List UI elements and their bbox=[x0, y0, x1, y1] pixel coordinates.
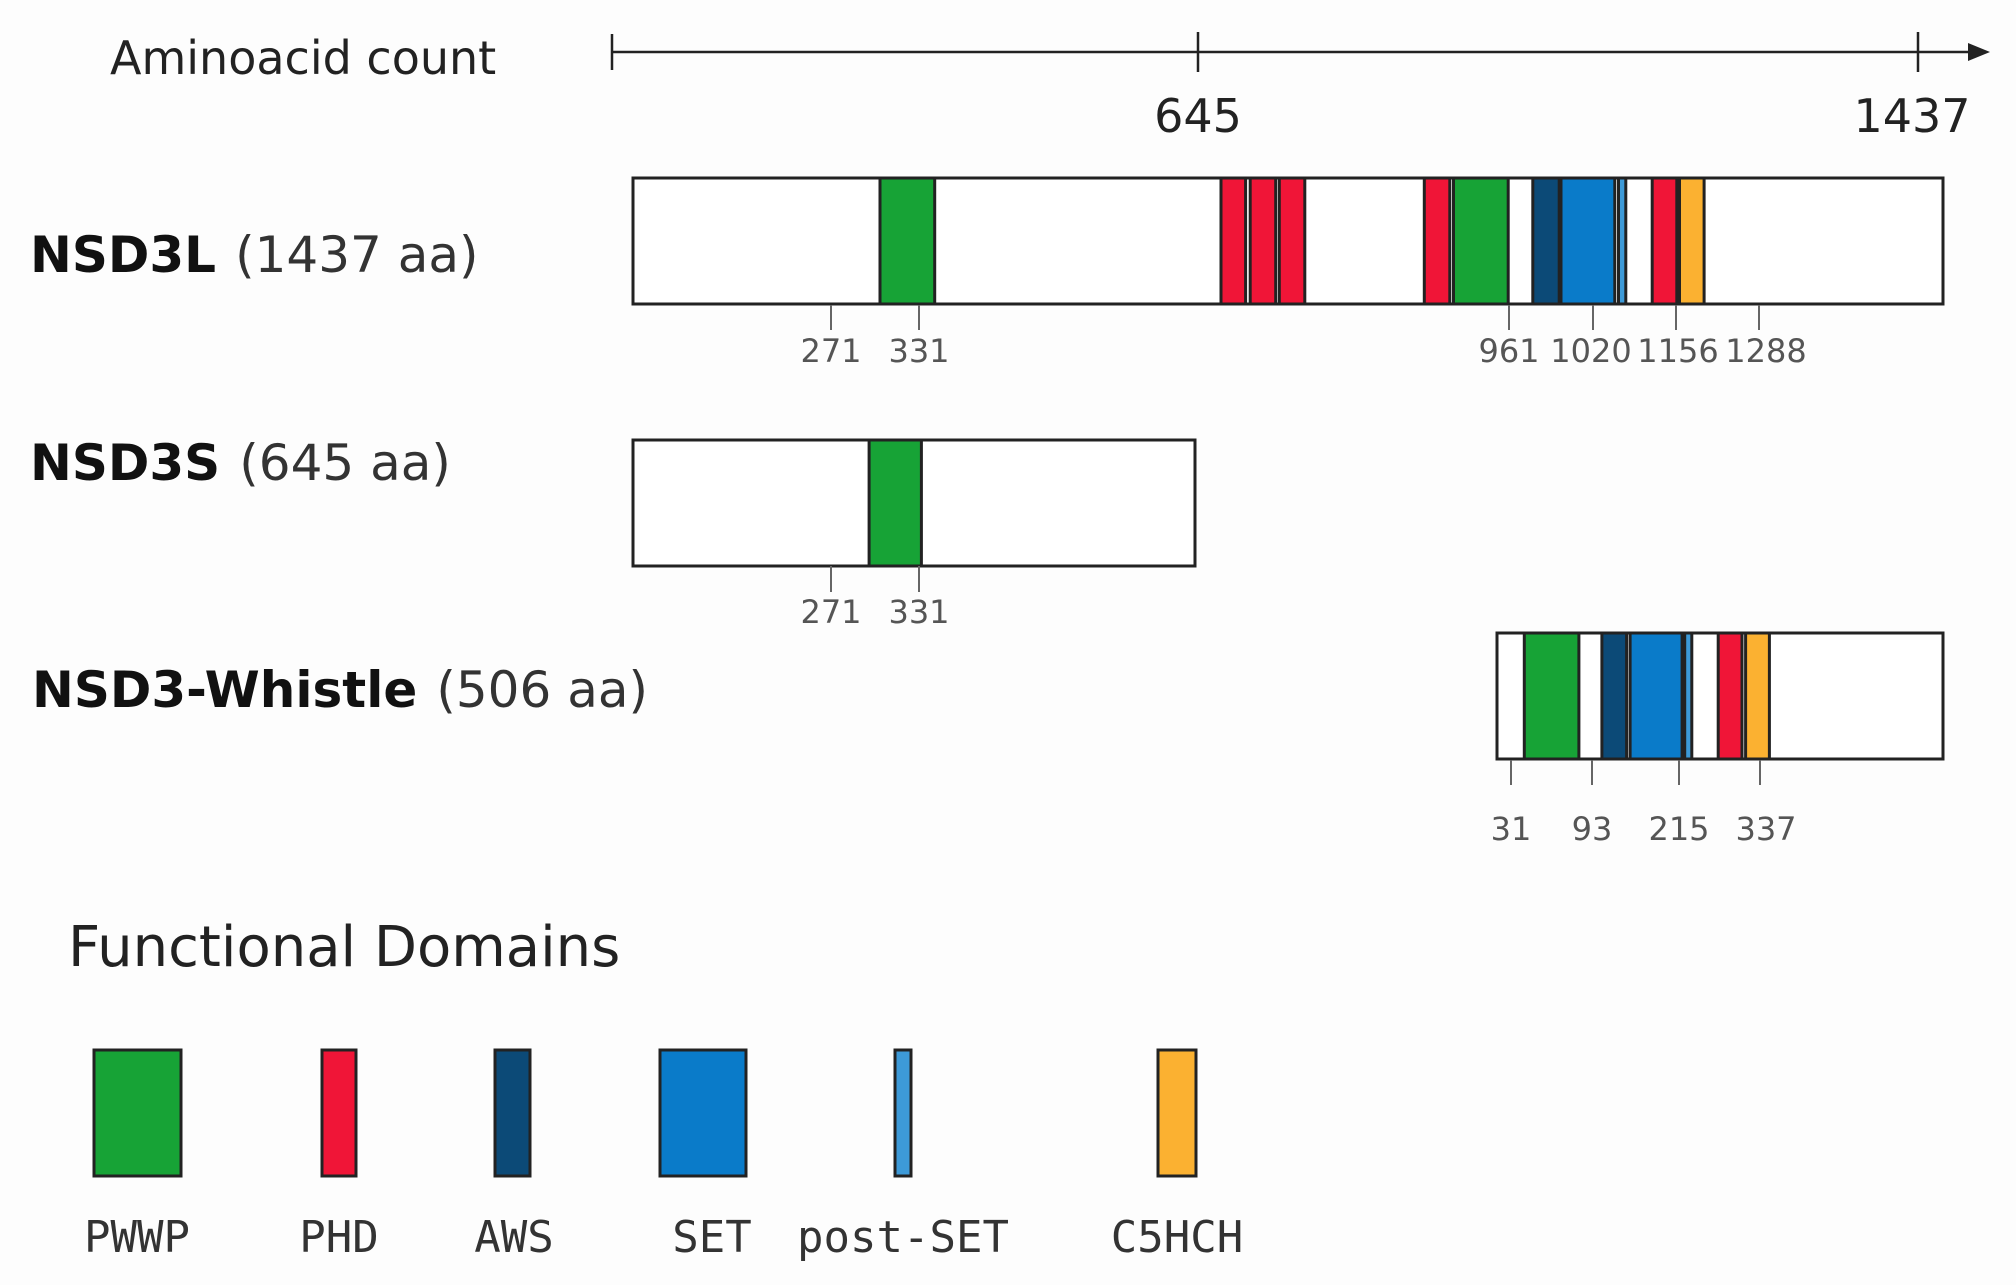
protein-bar-nsd3l bbox=[631, 176, 1945, 306]
domain-phd bbox=[1650, 176, 1679, 306]
position-label: 93 bbox=[1572, 810, 1613, 848]
legend-label-set: SET bbox=[672, 1212, 751, 1263]
position-label: 215 bbox=[1648, 810, 1709, 848]
domain-c5hch bbox=[1744, 631, 1771, 761]
axis-tick-label-645: 645 bbox=[1154, 89, 1242, 143]
protein-outline bbox=[631, 176, 1945, 306]
legend-label-phd: PHD bbox=[299, 1212, 378, 1263]
domain-aws bbox=[1600, 631, 1629, 761]
position-label: 331 bbox=[888, 332, 949, 370]
positions-nsd3l bbox=[830, 305, 1760, 330]
legend: Functional Domains PWWP PHD AWS SET post… bbox=[68, 915, 1243, 1263]
domain-phd bbox=[1422, 176, 1452, 306]
legend-swatch-phd bbox=[320, 1048, 358, 1178]
domain-phd bbox=[1219, 176, 1248, 306]
positions-nsd3s bbox=[830, 566, 920, 592]
position-label: 1020 bbox=[1550, 332, 1631, 370]
domain-pwwp bbox=[867, 438, 923, 568]
protein-bar-nsd3s bbox=[631, 438, 1197, 568]
position-label: 961 bbox=[1478, 332, 1539, 370]
domain-post-set bbox=[1617, 176, 1628, 306]
protein-label-nsd3l: NSD3L (1437 aa) bbox=[30, 226, 479, 284]
protein-name: NSD3L bbox=[30, 226, 216, 284]
domain-phd bbox=[1716, 631, 1744, 761]
legend-swatch-pwwp bbox=[92, 1048, 183, 1178]
protein-length: (506 aa) bbox=[436, 661, 648, 719]
protein-bar-nsd3-whistle bbox=[1495, 631, 1945, 761]
position-label: 331 bbox=[888, 593, 949, 631]
domain-pwwp bbox=[1452, 176, 1510, 306]
legend-label-c5hch: C5HCH bbox=[1111, 1212, 1243, 1263]
axis-arrowhead bbox=[1968, 43, 1990, 61]
legend-swatch-set bbox=[658, 1048, 748, 1178]
legend-label-post-set: post-SET bbox=[797, 1212, 1009, 1263]
domain-phd bbox=[1248, 176, 1278, 306]
position-label: 1288 bbox=[1725, 332, 1806, 370]
legend-title: Functional Domains bbox=[68, 915, 620, 980]
domain-set bbox=[1559, 176, 1617, 306]
axis-label: Aminoacid count bbox=[110, 31, 496, 85]
position-label: 31 bbox=[1491, 810, 1532, 848]
position-labels-nsd3-whistle: 31 93 215 337 bbox=[1491, 810, 1797, 848]
position-label: 337 bbox=[1735, 810, 1796, 848]
positions-nsd3-whistle bbox=[1510, 760, 1761, 785]
domain-c5hch bbox=[1678, 176, 1706, 306]
legend-swatch-aws bbox=[493, 1048, 532, 1178]
position-label: 1156 bbox=[1637, 332, 1718, 370]
legend-swatch-c5hch bbox=[1156, 1048, 1198, 1178]
domain-set bbox=[1628, 631, 1684, 761]
protein-name: NSD3S bbox=[30, 434, 220, 492]
legend-label-aws: AWS bbox=[474, 1212, 553, 1263]
position-label: 271 bbox=[800, 332, 861, 370]
legend-label-pwwp: PWWP bbox=[84, 1212, 190, 1263]
position-labels-nsd3l: 271 331 961 1020 1156 1288 bbox=[800, 332, 1806, 370]
aa-count-axis: Aminoacid count 645 1437 bbox=[110, 31, 1990, 143]
protein-label-nsd3-whistle: NSD3-Whistle (506 aa) bbox=[32, 661, 648, 719]
domain-pwwp bbox=[878, 176, 937, 306]
domain-pwwp bbox=[1522, 631, 1581, 761]
domain-aws bbox=[1531, 176, 1561, 306]
axis-tick-label-1437: 1437 bbox=[1853, 89, 1970, 143]
legend-swatch-post-set bbox=[893, 1048, 913, 1178]
protein-outline bbox=[631, 438, 1197, 568]
protein-name: NSD3-Whistle bbox=[32, 661, 417, 719]
protein-label-nsd3s: NSD3S (645 aa) bbox=[30, 434, 451, 492]
position-label: 271 bbox=[800, 593, 861, 631]
domain-phd bbox=[1277, 176, 1307, 306]
position-labels-nsd3s: 271 331 bbox=[800, 593, 949, 631]
protein-length: (645 aa) bbox=[239, 434, 451, 492]
domain-post-set bbox=[1683, 631, 1694, 761]
protein-outline bbox=[1495, 631, 1945, 761]
protein-length: (1437 aa) bbox=[235, 226, 478, 284]
